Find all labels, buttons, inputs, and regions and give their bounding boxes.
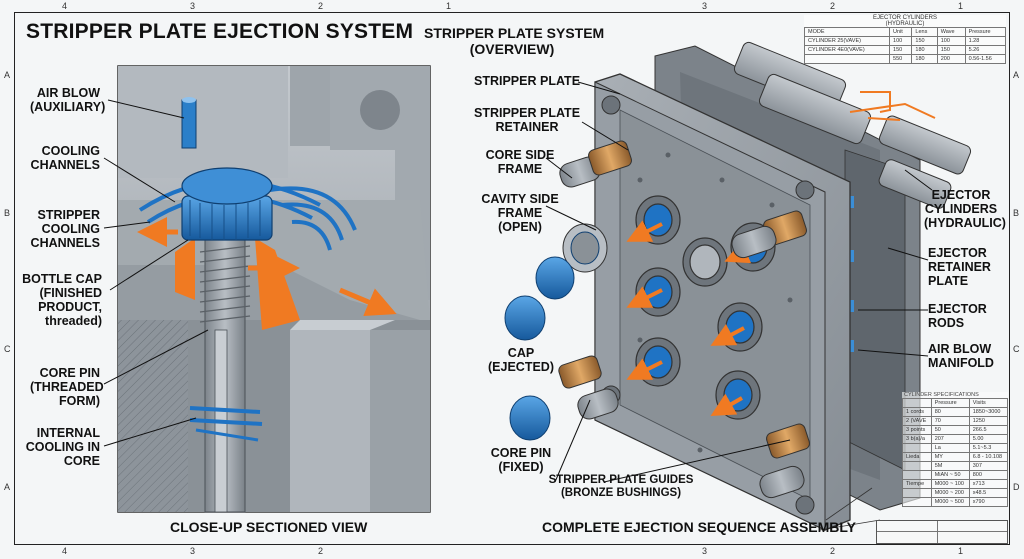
zone-left-b: B [4, 208, 11, 218]
drawing-frame [14, 12, 1010, 545]
bottle-cap-section [175, 167, 300, 330]
leader-lines-left [103, 99, 209, 447]
zone-bottom-2b: 2 [830, 546, 836, 556]
zone-right-d: D [1013, 482, 1020, 492]
label-cap-ejected: CAP(EJECTED) [488, 346, 554, 374]
left-panel-title: STRIPPER PLATE EJECTION SYSTEM [26, 20, 414, 43]
cooling-channels-arcs [138, 179, 357, 251]
label-stripper-plate-guides: STRIPPER PLATE GUIDES(BRONZE BUSHINGS) [548, 474, 694, 499]
zone-top-1b: 1 [958, 1, 964, 11]
left-panel-caption: CLOSE-UP SECTIONED VIEW [170, 519, 368, 535]
title-block [876, 520, 1008, 544]
zone-top-1: 1 [446, 1, 452, 11]
right-panel-title: STRIPPER PLATE SYSTEM(OVERVIEW) [424, 25, 605, 57]
zone-top-3: 3 [190, 1, 196, 11]
ejection-arrows-left [137, 217, 397, 317]
zone-left-a: A [4, 70, 11, 80]
zone-top-2: 2 [318, 1, 324, 11]
label-stripper-plate: STRIPPER PLATE [474, 74, 581, 88]
zone-right-b: B [1013, 208, 1020, 218]
label-core-pin-fixed: CORE PIN(FIXED) [490, 446, 552, 474]
zone-left-c: C [4, 344, 11, 354]
dimension-line [819, 487, 881, 531]
zone-top-2b: 2 [830, 1, 836, 11]
zone-top-3b: 3 [702, 1, 708, 11]
zone-right-c: C [1013, 344, 1020, 354]
mold-assembly [504, 41, 972, 531]
right-panel-caption: COMPLETE EJECTION SEQUENCE ASSEMBLY [542, 519, 857, 535]
zone-bottom-1b: 1 [958, 546, 964, 556]
zone-bottom-4: 4 [62, 546, 68, 556]
leader-lines-right [545, 81, 933, 483]
zone-top-4: 4 [62, 1, 68, 11]
zone-bottom-3b: 3 [702, 546, 708, 556]
air-blow-pipe [181, 97, 197, 149]
zone-bottom-2: 2 [318, 546, 324, 556]
zone-left-a2: A [4, 482, 11, 492]
zone-bottom-3: 3 [190, 546, 196, 556]
zone-right-a: A [1013, 70, 1020, 80]
label-air-blow: AIR BLOW(AUXILIARY) [30, 86, 106, 114]
core-pin-section [189, 239, 263, 513]
